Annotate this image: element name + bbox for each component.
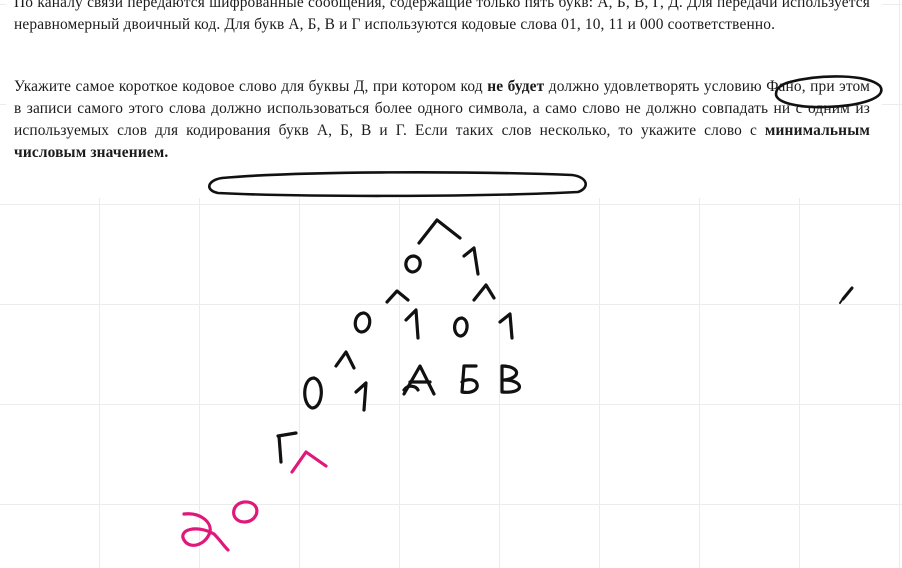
letter-De-magenta (181, 512, 230, 552)
problem-paragraph-2: Укажите самое короткое кодовое слово для… (14, 76, 870, 164)
letter-Ge-node (276, 431, 298, 464)
branch-mark-left-1 (385, 289, 410, 304)
highlight-min-value: минимальным числовым значением. (14, 122, 870, 161)
letter-A-node (402, 364, 436, 396)
problem-paragraph-1: По каналу связи передаются шифрованные с… (14, 0, 870, 33)
tree-digit-0-level1 (404, 254, 422, 274)
tree-digit-0-level2b (453, 316, 469, 338)
tree-digit-1-level2b (498, 312, 514, 340)
branch-mark-right-1 (472, 283, 496, 302)
tree-digit-1-level3 (354, 381, 368, 412)
tree-digit-1-level2a (404, 308, 420, 340)
paragraph-2-part-1: Укажите самое короткое кодовое слово для… (14, 78, 488, 95)
problem-text-card: По каналу связи передаются шифрованные с… (6, 0, 882, 198)
circle-annotation-ne-budet (774, 75, 883, 109)
branch-mark-left-2 (334, 350, 356, 370)
pen-icon[interactable] (839, 286, 854, 304)
branch-mark-root (417, 218, 462, 245)
tree-digit-0-level3 (303, 376, 323, 410)
tree-digit-0-level2a (353, 311, 372, 334)
branch-mark-magenta (290, 450, 328, 474)
paragraph-2-part-2: должно удовлетворять условию Фано, при э… (14, 78, 870, 139)
highlight-not-satisfy: не будет (487, 78, 545, 95)
tree-digit-0-magenta (232, 500, 259, 524)
letter-Be-node (460, 364, 479, 394)
tree-digit-1-level1 (462, 246, 480, 276)
letter-Ve-node (500, 364, 522, 394)
circle-annotation-min-value (208, 170, 587, 198)
